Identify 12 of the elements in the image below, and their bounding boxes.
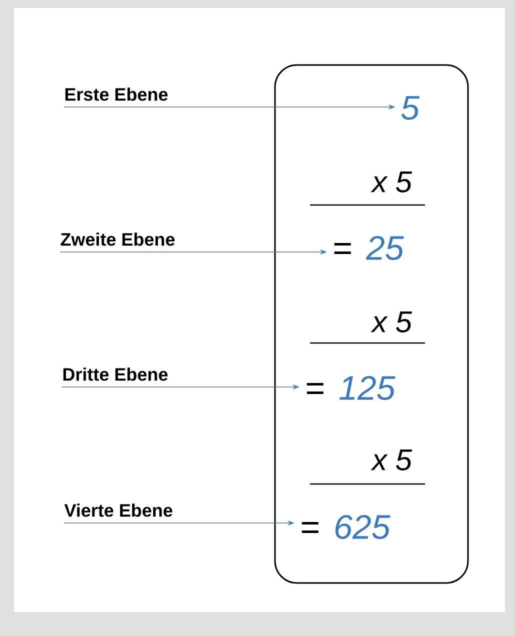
level-label: Erste Ebene (65, 88, 168, 101)
level-label: Vierte Ebene (64, 504, 172, 517)
number: = 625 (302, 514, 390, 540)
number: 5 (401, 96, 420, 120)
number: = 125 (306, 376, 396, 400)
level-label: Dritte Ebene (63, 368, 168, 381)
number: = 25 (334, 236, 404, 260)
multiplier: x 5 (370, 312, 412, 332)
level-label: Zweite Ebene (60, 232, 175, 246)
rounded-box (274, 64, 469, 584)
multiplier: x 5 (370, 450, 412, 470)
multiplier: x 5 (370, 172, 412, 192)
